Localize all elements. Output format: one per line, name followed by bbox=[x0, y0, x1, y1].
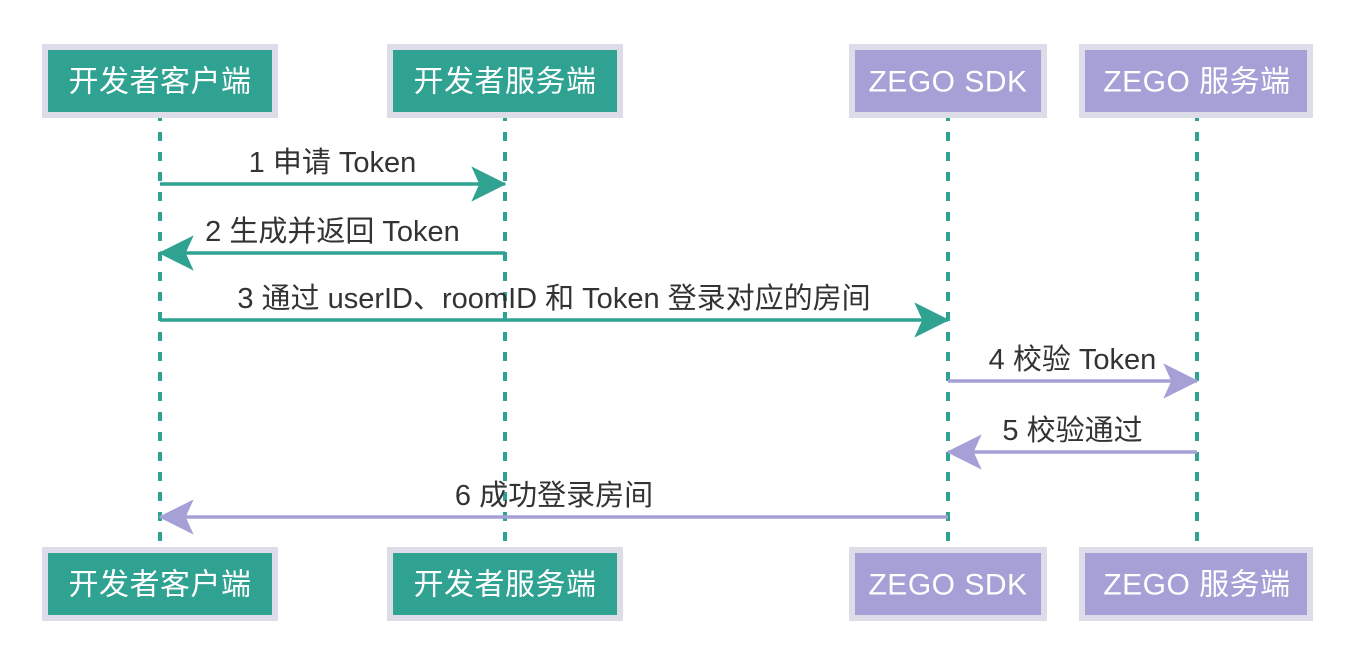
participant-box-zego-sdk[interactable] bbox=[855, 553, 1041, 615]
participant-top-dev-client[interactable]: 开发者客户端 bbox=[42, 44, 278, 118]
participant-top-zego-server[interactable]: ZEGO 服务端 bbox=[1079, 44, 1313, 118]
participant-box-dev-client[interactable] bbox=[48, 50, 272, 112]
participant-label-dev-server: 开发者服务端 bbox=[414, 569, 597, 602]
message-1: 1 申请 Token bbox=[160, 146, 507, 202]
messages-group: 1 申请 Token 2 生成并返回 Token 3 通过 userID、roomI… bbox=[158, 146, 1199, 535]
participant-box-zego-server[interactable] bbox=[1085, 553, 1307, 615]
message-label-3: 3 通过 userID、roomID 和 Token 登录对应的房间 bbox=[237, 282, 870, 315]
participant-bottom-zego-sdk[interactable]: ZEGO SDK bbox=[849, 547, 1047, 621]
participant-label-zego-server: ZEGO 服务端 bbox=[1103, 66, 1290, 99]
message-label-4: 4 校验 Token bbox=[989, 343, 1157, 376]
participant-label-zego-sdk: ZEGO SDK bbox=[868, 569, 1027, 602]
message-label-6: 6 成功登录房间 bbox=[455, 479, 653, 512]
participant-top-dev-server[interactable]: 开发者服务端 bbox=[387, 44, 623, 118]
message-label-1: 1 申请 Token bbox=[249, 146, 417, 179]
participant-box-dev-server[interactable] bbox=[393, 553, 617, 615]
participant-bottom-dev-server[interactable]: 开发者服务端 bbox=[387, 547, 623, 621]
message-label-5: 5 校验通过 bbox=[1002, 414, 1142, 447]
message-5: 5 校验通过 bbox=[946, 414, 1197, 470]
message-2: 2 生成并返回 Token bbox=[158, 215, 505, 271]
message-label-2: 2 生成并返回 Token bbox=[205, 215, 460, 248]
participant-label-zego-sdk: ZEGO SDK bbox=[868, 66, 1027, 99]
message-6: 6 成功登录房间 bbox=[158, 479, 948, 535]
participant-label-zego-server: ZEGO 服务端 bbox=[1103, 569, 1290, 602]
participant-label-dev-server: 开发者服务端 bbox=[414, 66, 597, 99]
message-3: 3 通过 userID、roomID 和 Token 登录对应的房间 bbox=[160, 282, 950, 338]
participant-box-zego-sdk[interactable] bbox=[855, 50, 1041, 112]
message-4: 4 校验 Token bbox=[948, 343, 1199, 399]
participant-bottom-dev-client[interactable]: 开发者客户端 bbox=[42, 547, 278, 621]
participant-bottom-zego-server[interactable]: ZEGO 服务端 bbox=[1079, 547, 1313, 621]
participant-box-zego-server[interactable] bbox=[1085, 50, 1307, 112]
participant-label-dev-client: 开发者客户端 bbox=[69, 66, 252, 99]
participant-top-zego-sdk[interactable]: ZEGO SDK bbox=[849, 44, 1047, 118]
participant-label-dev-client: 开发者客户端 bbox=[69, 569, 252, 602]
participant-box-dev-server[interactable] bbox=[393, 50, 617, 112]
participant-box-dev-client[interactable] bbox=[48, 553, 272, 615]
